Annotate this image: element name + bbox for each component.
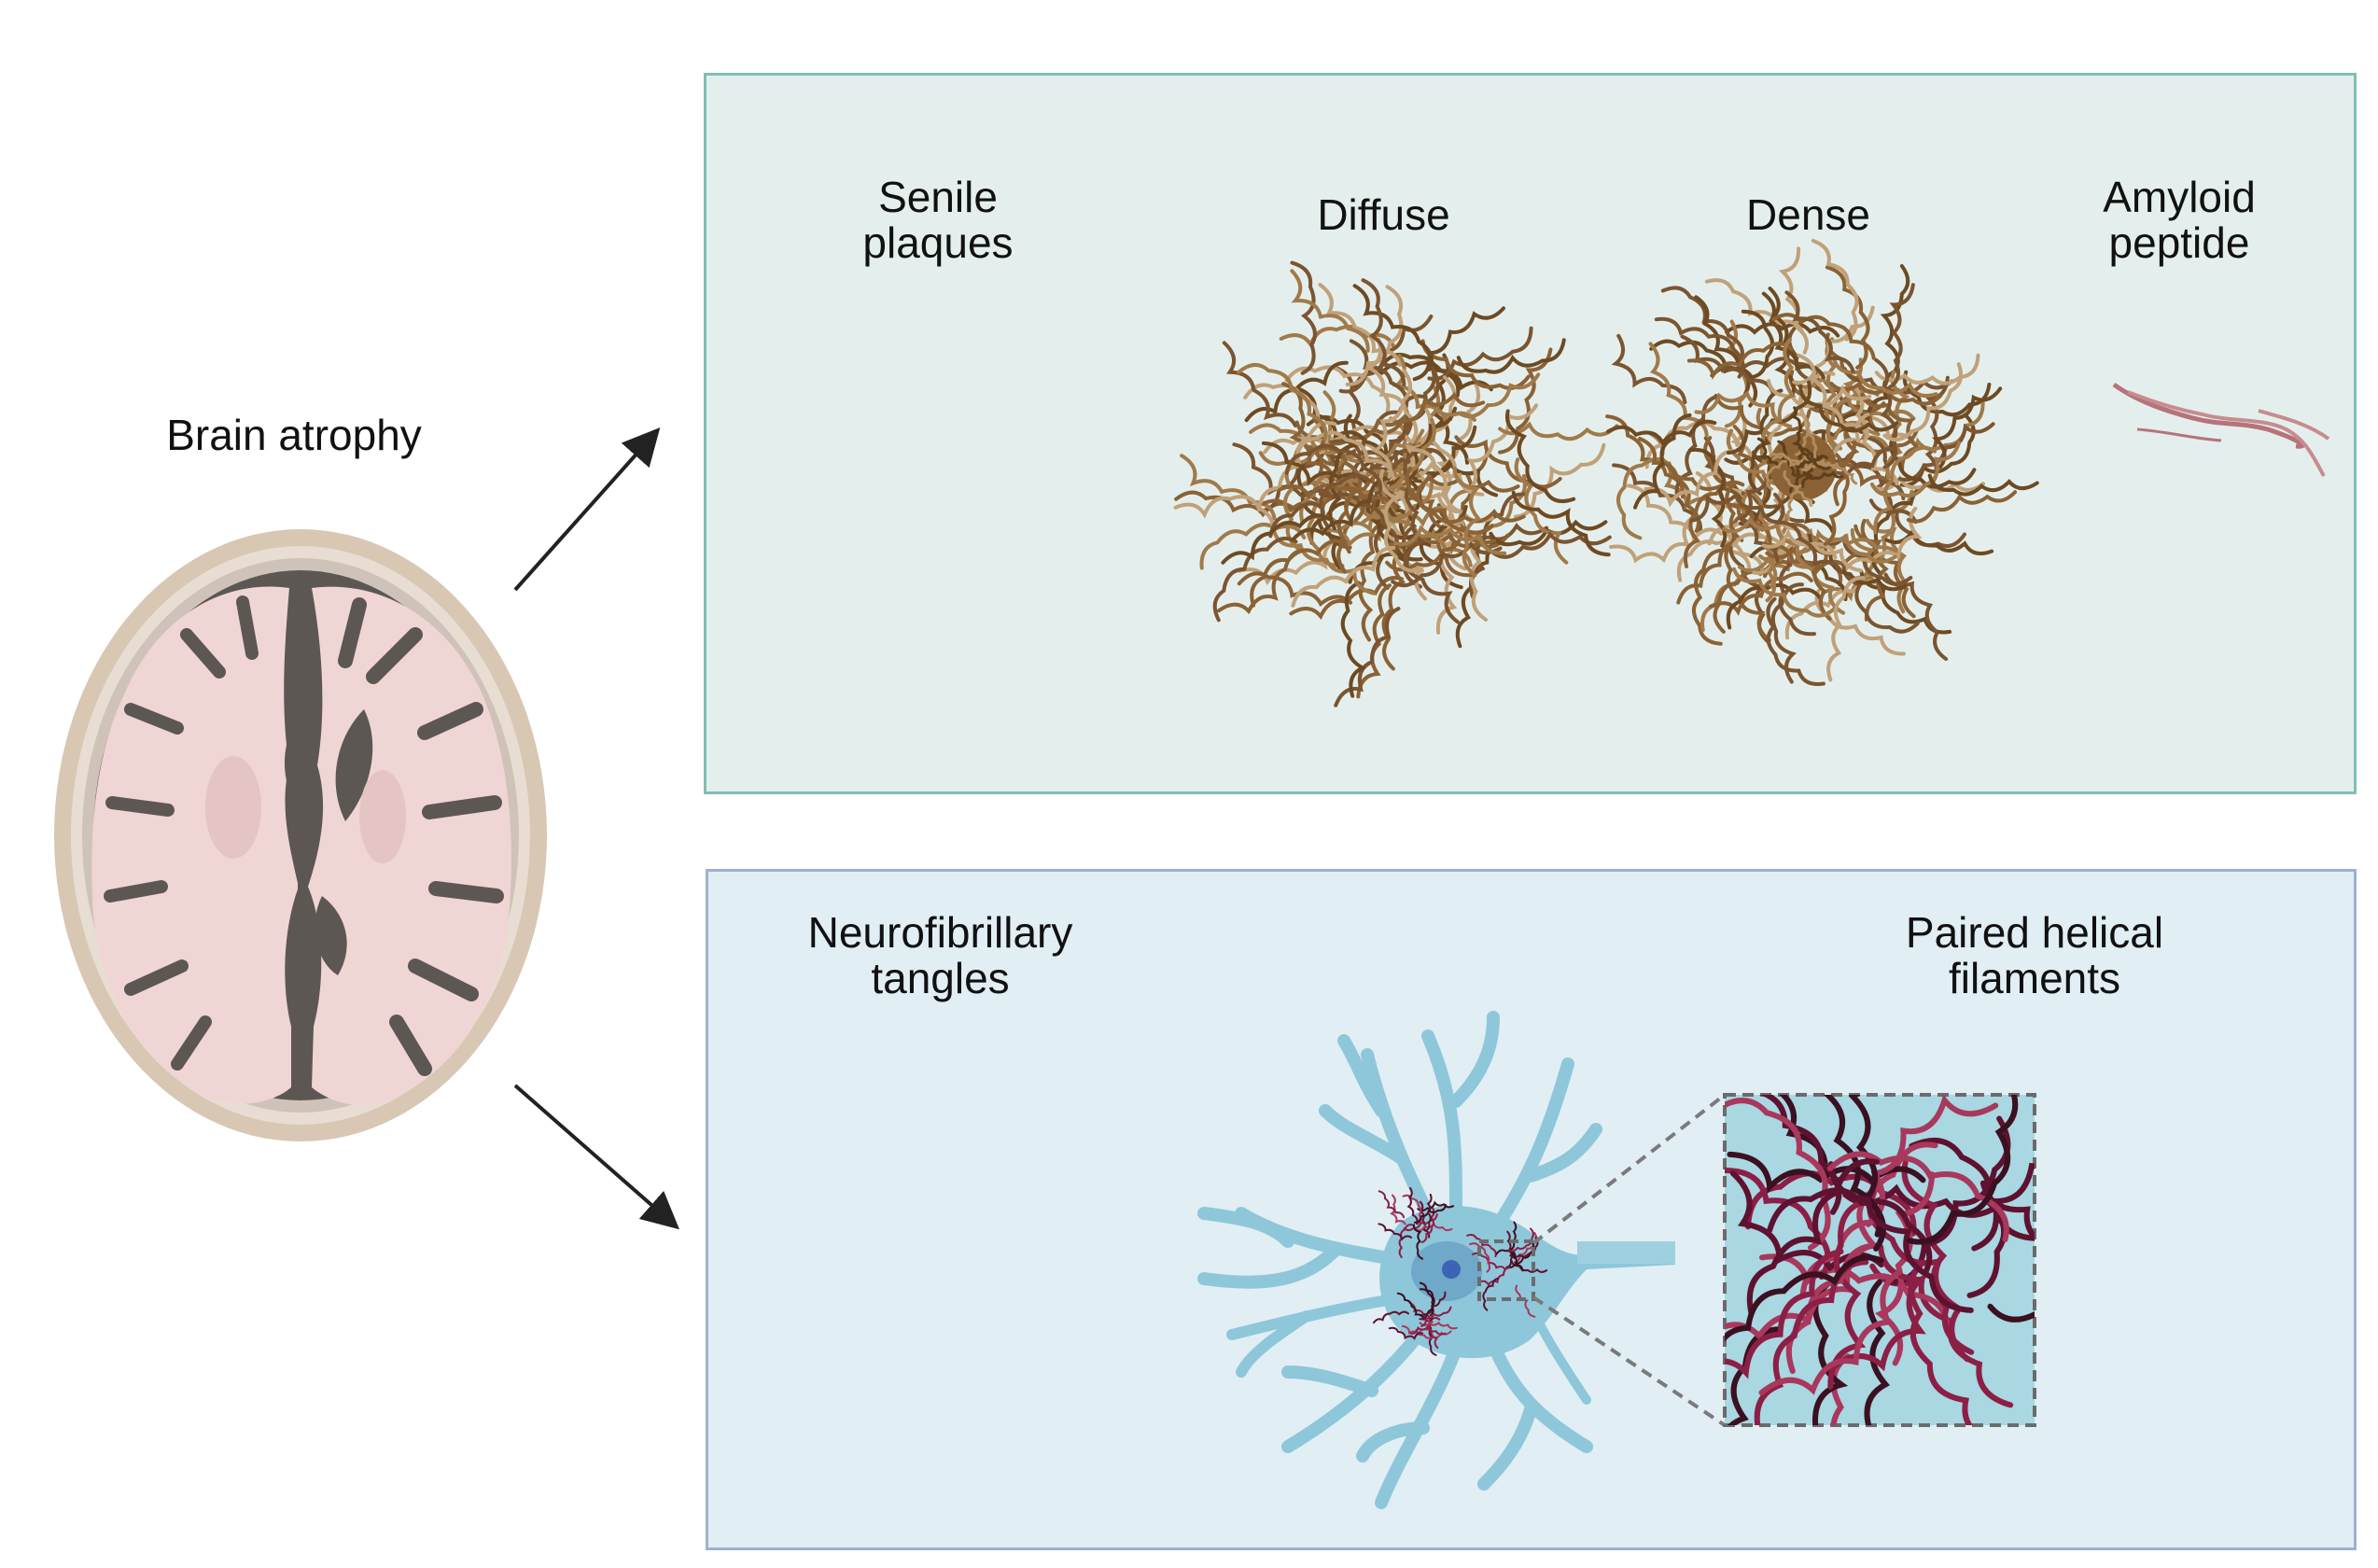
dense-plaque-icon [1605, 239, 2039, 687]
neuron-tangles-icon [1372, 1186, 1548, 1356]
arrow-to-plaques [513, 427, 661, 592]
arrow-to-tangles [513, 1084, 680, 1230]
amyloid-peptide-label: Amyloid peptide [2103, 173, 2256, 267]
paired-helical-filaments-icon [1723, 1093, 2036, 1427]
amyloid-peptide-icon [2112, 382, 2330, 477]
neurofibrillary-tangles-label: Neurofibrillary tangles [807, 908, 1073, 1002]
zoom-indicator [1477, 1093, 1727, 1427]
paired-helical-filaments-label: Paired helical filaments [1905, 908, 2164, 1002]
diffuse-label: Diffuse [1317, 190, 1450, 239]
brain-atrophy-icon [54, 529, 547, 1141]
neurofibrillary-tangles-panel [706, 869, 2357, 1550]
dense-label: Dense [1746, 190, 1870, 239]
senile-plaques-label: Senile plaques [862, 173, 1014, 267]
diffuse-plaque-icon [1173, 260, 1619, 707]
senile-plaques-panel [704, 73, 2357, 794]
neuron-icon [1197, 1011, 1675, 1509]
brain-atrophy-label: Brain atrophy [166, 411, 422, 459]
